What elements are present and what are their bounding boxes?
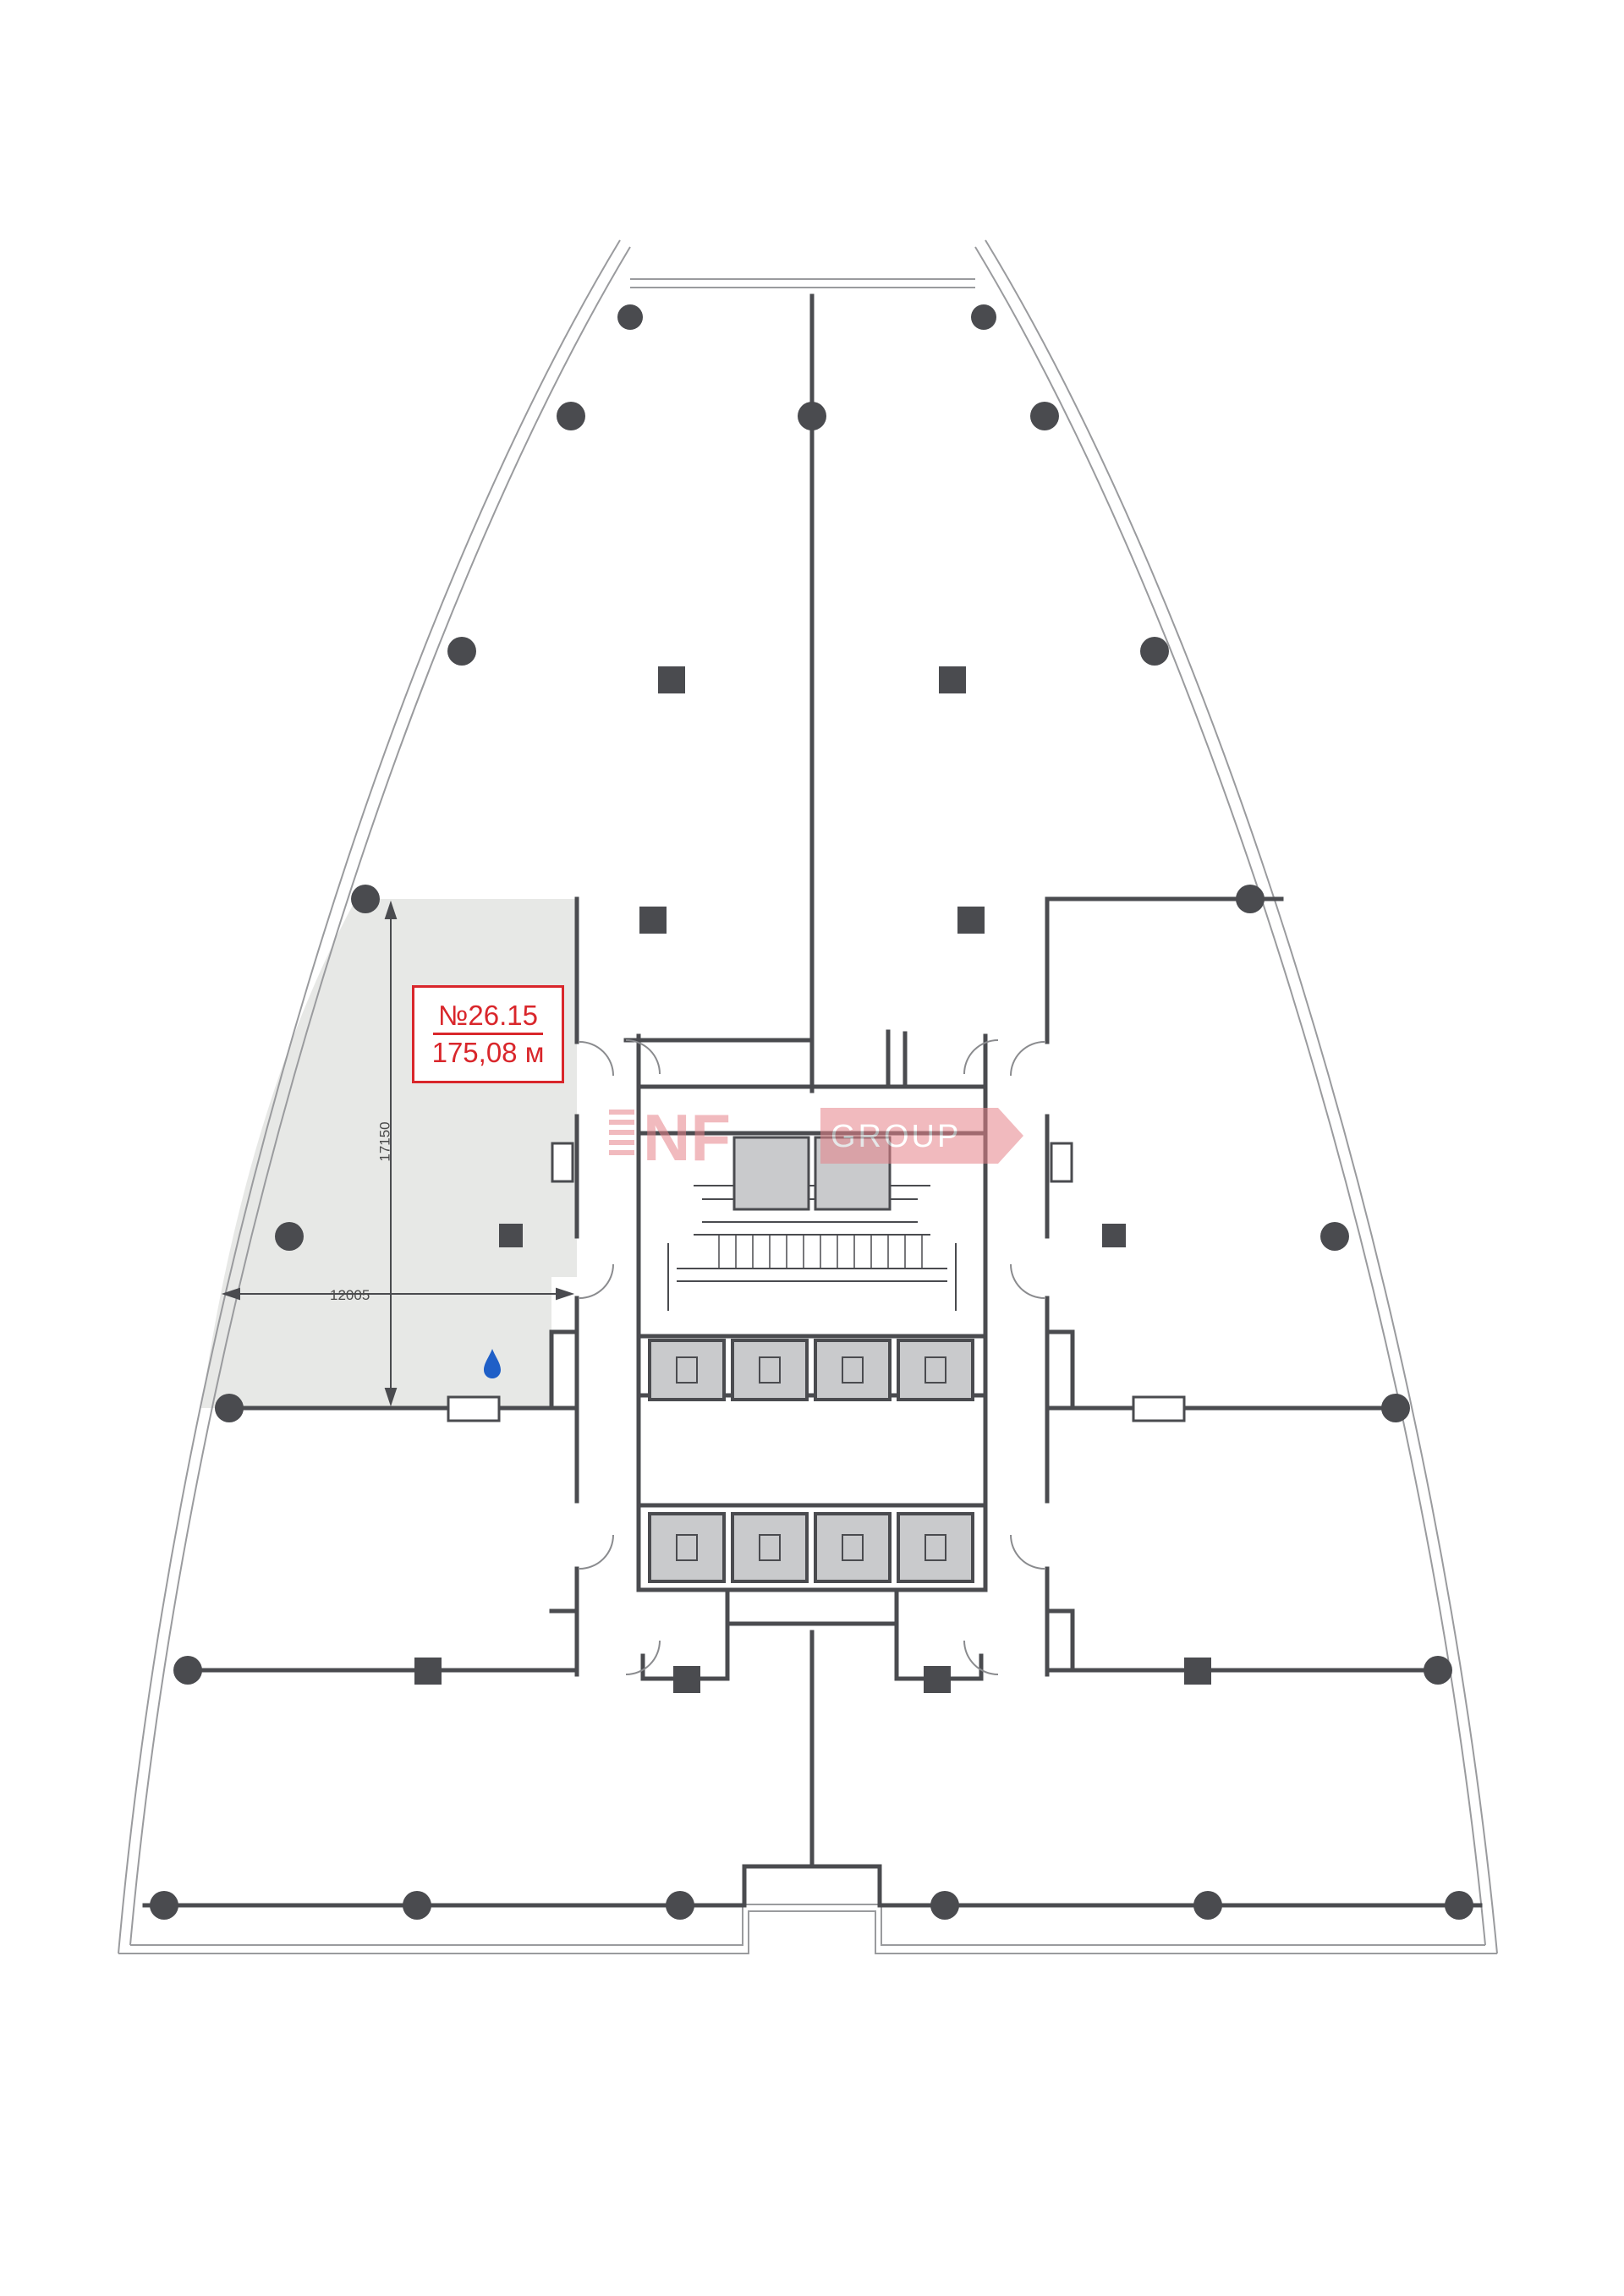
facade (118, 239, 1498, 1954)
door-swings (579, 1039, 1045, 1675)
elevator-car (731, 1512, 809, 1583)
nf-group-watermark: NF GROUP (609, 1101, 1023, 1170)
unit-label[interactable]: №26.15 175,08 м (412, 985, 564, 1083)
unit-area: 175,08 м (431, 1036, 545, 1068)
elevator-car (897, 1339, 974, 1401)
elevator-car (731, 1339, 809, 1401)
elevator-bank-upper (648, 1339, 974, 1401)
columns-round (150, 304, 1473, 1920)
dimension-width-label: 12005 (330, 1287, 370, 1303)
elevator-car (814, 1339, 892, 1401)
elevator-bank-lower (648, 1512, 974, 1583)
stair-treads (718, 1235, 923, 1269)
unit-number: №26.15 (433, 999, 543, 1035)
dimension-height-label: 17150 (376, 1121, 393, 1162)
walls (142, 293, 1483, 1908)
elevator-car (648, 1512, 726, 1583)
stair-core (667, 1185, 957, 1311)
watermark-nf: NF (643, 1101, 731, 1170)
elevator-car (648, 1339, 726, 1401)
watermark-group: GROUP (831, 1119, 961, 1154)
water-drop-icon (484, 1349, 501, 1378)
utility-boxes (447, 1142, 1186, 1422)
elevator-car (814, 1512, 892, 1583)
elevator-car (897, 1512, 974, 1583)
elevator-icon (676, 1356, 946, 1561)
dimension-lines (221, 900, 575, 1407)
columns-square (414, 666, 1211, 1693)
